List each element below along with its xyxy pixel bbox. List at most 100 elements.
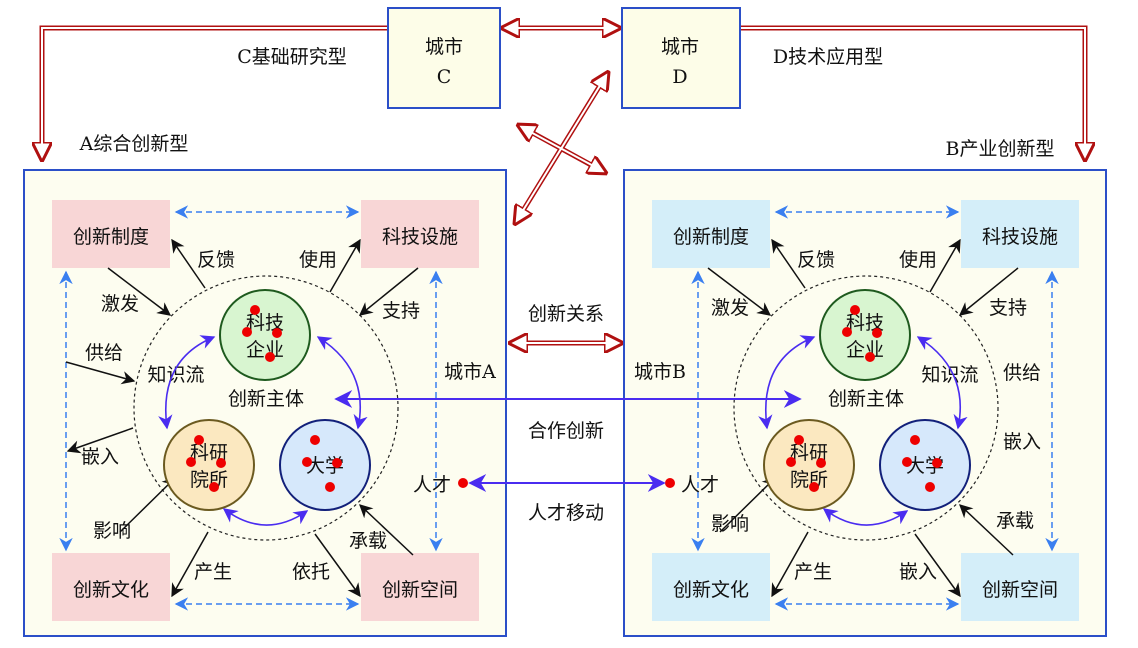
arrow-stimulate [107, 267, 172, 316]
city-d-line2: D [672, 66, 687, 88]
talent-dot [209, 482, 219, 492]
talent-dot [242, 327, 252, 337]
label-carry: 承载 [349, 530, 387, 552]
innovation-subject-boundary [733, 275, 999, 541]
actor-institute [163, 419, 255, 511]
arrow-produce [171, 531, 209, 598]
arrow-rely [914, 533, 961, 598]
talent-dot [272, 328, 282, 338]
actor-enterprise-label: 企业 [846, 339, 884, 361]
talent-dot [332, 458, 342, 468]
talent-dot [902, 457, 912, 467]
box-innovation-space-label: 创新空间 [982, 579, 1058, 601]
city-label: 城市A [444, 361, 496, 383]
label-influence: 影响 [93, 520, 131, 542]
knowledge-flow-arc-right [916, 336, 968, 430]
talent-dot [250, 305, 260, 315]
talent-dot [925, 482, 935, 492]
panel-type-label: B产业创新型 [946, 138, 1055, 160]
box-innovation-institution [52, 200, 170, 268]
box-innovation-culture [52, 553, 170, 621]
arrow-produce [771, 531, 809, 598]
box-innovation-culture-label: 创新文化 [73, 579, 149, 601]
label-support: 支持 [382, 300, 420, 322]
innovation-subject-label: 创新主体 [828, 388, 904, 410]
arrow-carry [959, 504, 1014, 556]
label-produce: 产生 [794, 561, 832, 583]
label-stimulate: 激发 [711, 297, 749, 319]
label-use: 使用 [899, 249, 937, 271]
actor-institute-label: 院所 [190, 469, 228, 491]
talent-dot [216, 458, 226, 468]
box-innovation-institution-label: 创新制度 [673, 226, 749, 248]
arrow-support [358, 267, 419, 316]
talent-dot [932, 458, 942, 468]
city-c-box: 城市 C [387, 7, 501, 109]
label-support: 支持 [989, 297, 1027, 319]
talent-dot [186, 457, 196, 467]
label-use: 使用 [299, 249, 337, 271]
actor-institute [763, 419, 855, 511]
arrow-feedback [771, 238, 806, 289]
talent-dot [265, 352, 275, 362]
city-c-line2: C [437, 66, 452, 88]
talent-move-label: 人才移动 [528, 502, 604, 524]
actor-institute-label: 院所 [790, 469, 828, 491]
box-innovation-space-label: 创新空间 [382, 579, 458, 601]
panel-b: B产业创新型创新制度科技设施创新文化创新空间反馈使用激发支持供给嵌入影响产生嵌入… [623, 138, 1107, 637]
arrow-use [329, 238, 361, 293]
label-supply: 供给 [1003, 362, 1041, 384]
arrow-influence [719, 477, 776, 533]
talent-dot [302, 457, 312, 467]
box-tech-facility-label: 科技设施 [982, 226, 1058, 248]
arrow-stimulate [707, 267, 772, 316]
talent-dot [816, 458, 826, 468]
label-bottom-right: 嵌入 [899, 561, 937, 583]
talent-dot [865, 352, 875, 362]
arrow-feedback [171, 238, 206, 289]
talent-label: 人才 [681, 474, 719, 496]
arrow-supply [65, 361, 136, 385]
city-label: 城市B [634, 361, 686, 383]
actor-enterprise-label: 科技 [246, 312, 284, 334]
panel-type-label: A综合创新型 [79, 133, 189, 155]
box-innovation-institution-label: 创新制度 [73, 226, 149, 248]
panel-a: A综合创新型创新制度科技设施创新文化创新空间反馈使用激发支持供给嵌入影响产生依托… [23, 133, 507, 637]
box-innovation-space [361, 553, 479, 621]
knowledge-flow-arc-right [316, 336, 368, 430]
knowledge-flow-arc-left [158, 335, 216, 430]
arrow-use [929, 238, 961, 293]
knowledge-flow-arc-left [758, 335, 816, 430]
actor-enterprise [219, 289, 311, 381]
city-d-line1: 城市 [661, 36, 699, 58]
talent-label: 人才 [413, 474, 451, 496]
city-c-line1: 城市 [425, 36, 463, 58]
talent-point [665, 478, 675, 488]
innovation-subject-label: 创新主体 [228, 388, 304, 410]
knowledge-flow-arc-bottom [222, 508, 309, 526]
city-d-box: 城市 D [621, 7, 741, 109]
label-embed: 嵌入 [81, 446, 119, 468]
actor-institute-label: 科研 [790, 442, 828, 464]
talent-dot [809, 482, 819, 492]
talent-dot [194, 435, 204, 445]
box-innovation-space [961, 553, 1079, 621]
box-innovation-institution [652, 200, 770, 268]
label-bottom-right: 依托 [292, 561, 330, 583]
talent-dot [850, 305, 860, 315]
arrow-embed [66, 427, 134, 454]
arrow-support [958, 267, 1019, 316]
label-produce: 产生 [194, 561, 232, 583]
label-feedback: 反馈 [797, 249, 835, 271]
talent-dot [842, 327, 852, 337]
city-d-type-label: D技术应用型 [773, 46, 883, 68]
arrow-rely [314, 533, 361, 598]
box-tech-facility [361, 200, 479, 268]
talent-dot [794, 435, 804, 445]
actor-enterprise-label: 科技 [846, 312, 884, 334]
box-innovation-culture [652, 553, 770, 621]
label-carry: 承载 [996, 510, 1034, 532]
red-connectors [42, 28, 1085, 343]
talent-dot [910, 435, 920, 445]
